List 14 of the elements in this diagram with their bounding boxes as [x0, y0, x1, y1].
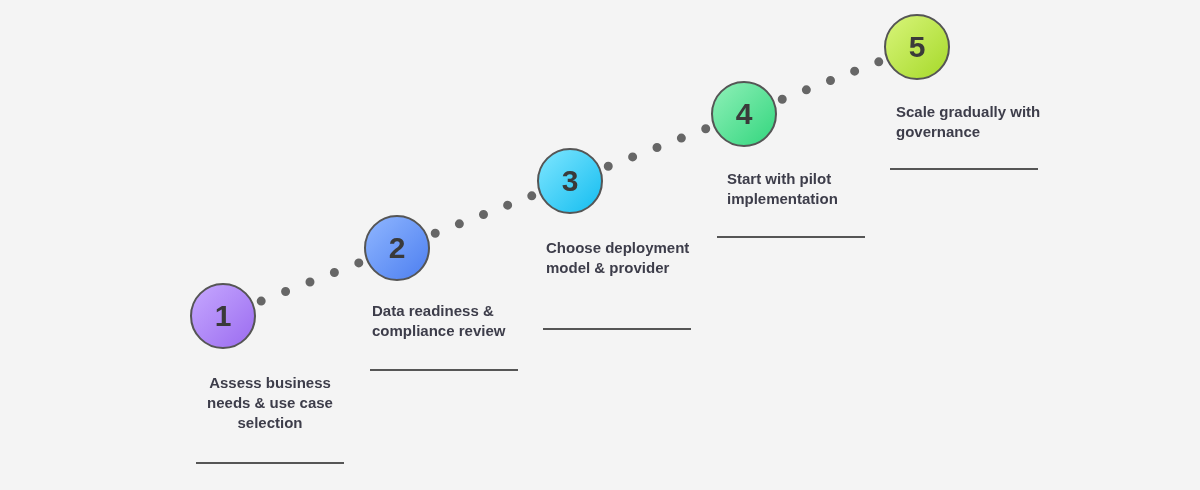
dotted-connector [603, 124, 711, 171]
step-label: Start with pilot implementation [727, 169, 839, 209]
step-number: 5 [908, 32, 926, 62]
step-label: Scale gradually with governance [896, 102, 1042, 142]
step-label: Choose deployment model & provider [546, 238, 691, 278]
step-number: 1 [214, 301, 232, 331]
step-label: Data readiness & compliance review [372, 301, 507, 341]
step-label: Assess business needs & use case selection [206, 373, 334, 433]
step-number: 2 [388, 233, 406, 263]
step-number: 4 [735, 99, 753, 129]
dotted-connector [256, 258, 364, 306]
dotted-connector [777, 57, 884, 104]
dotted-connector [430, 191, 537, 238]
step-number: 3 [561, 166, 579, 196]
